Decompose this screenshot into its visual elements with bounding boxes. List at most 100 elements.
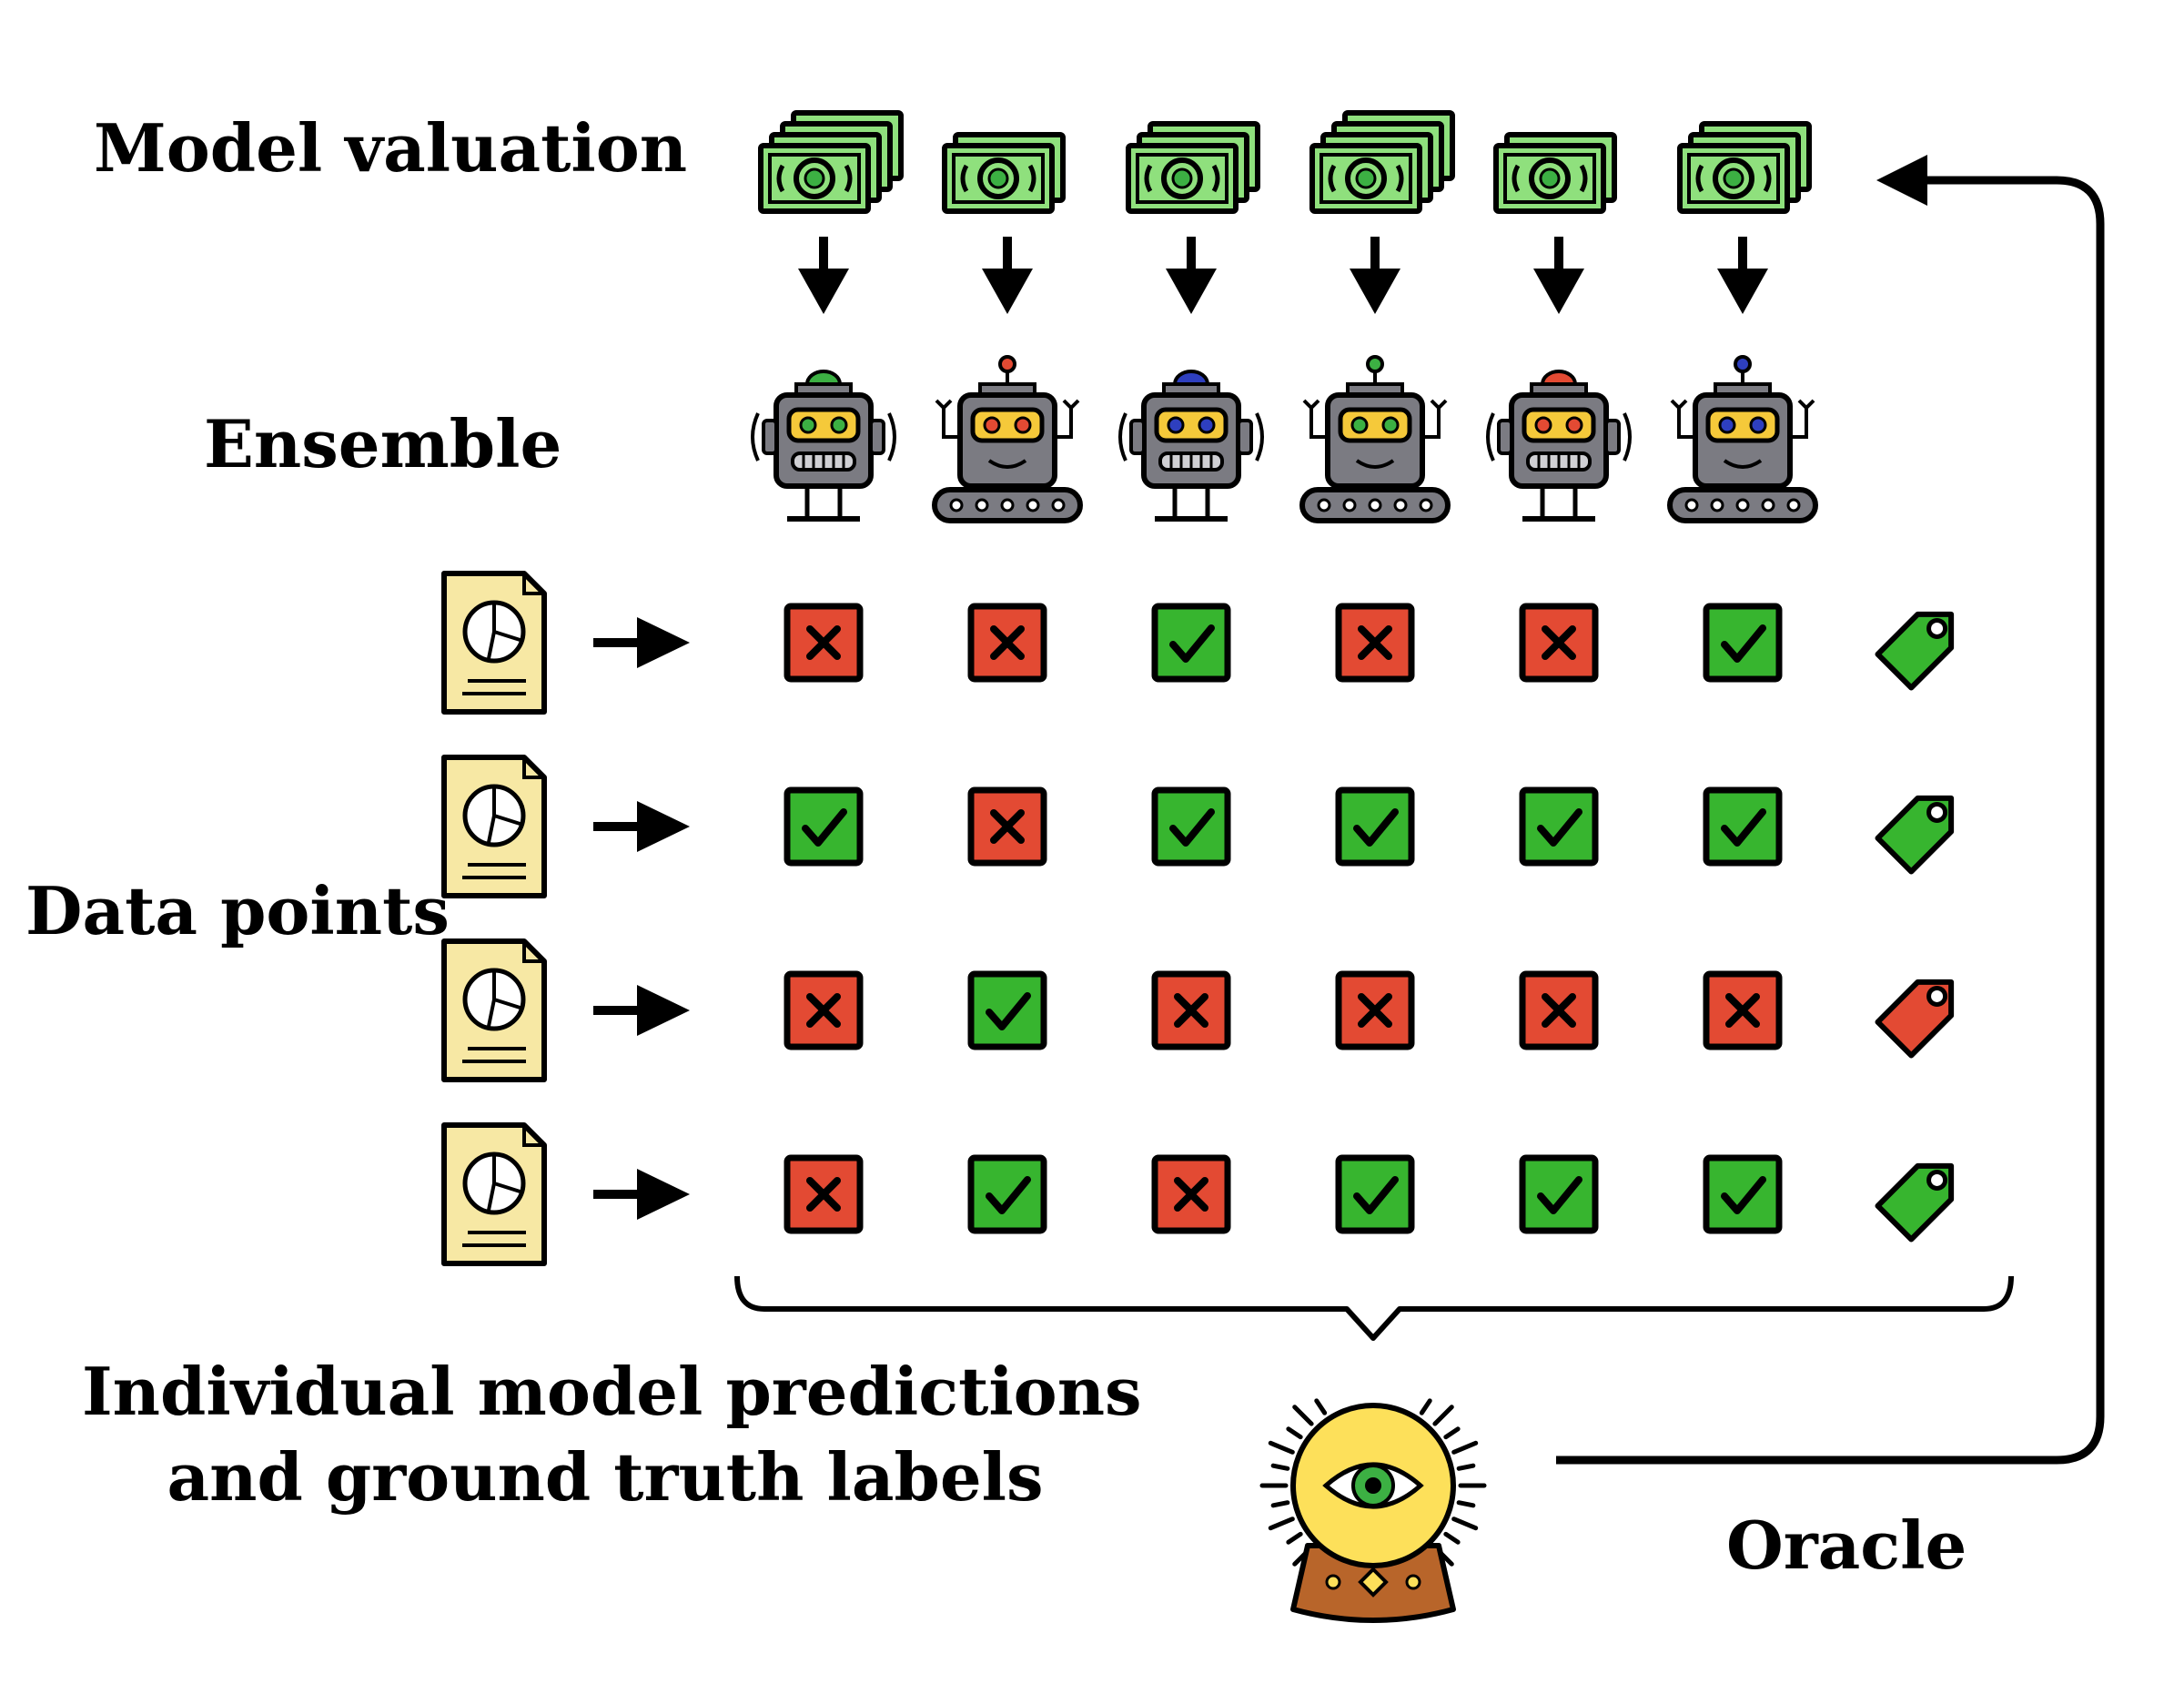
prediction-cell: [1703, 786, 1783, 867]
document-icon: [441, 938, 547, 1082]
oracle-stud: [1405, 1574, 1421, 1590]
robot-visor: [1338, 407, 1412, 443]
pie-chart-slices: [486, 1154, 523, 1212]
prediction-cell: [1151, 603, 1231, 683]
down-arrow-icon: [1350, 237, 1400, 314]
prediction-cell: [967, 970, 1047, 1050]
arrow-head: [637, 617, 690, 668]
arrow-head: [1166, 269, 1217, 314]
cross-stroke: [806, 625, 841, 660]
cross-mark-icon: [784, 1154, 864, 1234]
cross-stroke: [1174, 993, 1208, 1028]
check-stroke: [1169, 808, 1215, 847]
right-arrow-icon: [593, 801, 690, 852]
ensemble-label: Ensemble: [204, 405, 562, 482]
robot-arm: [1670, 399, 1695, 439]
check-stroke: [1537, 1176, 1582, 1214]
oracle-ray: [1292, 1405, 1314, 1426]
check-stroke: [986, 1176, 1031, 1214]
robot-icon: [751, 370, 896, 522]
down-arrow-icon: [1717, 237, 1768, 314]
check-stroke: [1721, 1176, 1766, 1214]
robot-wheel: [1000, 498, 1015, 512]
banknote-brackets: [1512, 164, 1588, 193]
banknote-brackets: [960, 164, 1036, 193]
banknote-coin-center: [1355, 167, 1377, 189]
robot-eye: [1350, 416, 1369, 434]
check-mark-icon: [1703, 786, 1783, 867]
right-arrow-icon: [593, 617, 690, 668]
robot-antenna: [998, 355, 1016, 373]
oracle-ray: [1443, 1426, 1461, 1440]
prediction-cell: [1335, 1154, 1415, 1234]
check-stroke: [802, 808, 847, 847]
robot-mouth: [1355, 459, 1395, 469]
check-stroke: [1721, 624, 1766, 663]
banknote-border: [1503, 153, 1596, 204]
prediction-cell: [1703, 603, 1783, 683]
document-fold: [522, 1125, 544, 1147]
down-arrow-icon: [1533, 237, 1584, 314]
robot-mouth: [987, 459, 1027, 469]
eye-pupil: [1365, 1477, 1381, 1494]
banknote-coin-center: [1171, 167, 1193, 189]
arrow-head: [1350, 269, 1400, 314]
cross-mark-icon: [967, 786, 1047, 867]
robot-wheel: [1761, 498, 1775, 512]
robot-wheel: [975, 498, 989, 512]
robot-arm: [1055, 399, 1080, 439]
robot-ear: [869, 419, 885, 455]
robot-eye: [983, 416, 1001, 434]
cross-mark-icon: [784, 970, 864, 1050]
robot-wheel: [949, 498, 964, 512]
tag-hole: [1926, 985, 1948, 1007]
check-mark-icon: [1151, 786, 1231, 867]
banknote-coin-center: [1539, 167, 1561, 189]
arrow-head: [982, 269, 1033, 314]
oracle-ray: [1432, 1405, 1454, 1426]
check-mark-icon: [967, 1154, 1047, 1234]
robot-icon: [1486, 370, 1632, 522]
document-fold: [522, 573, 544, 595]
robot-eye: [1565, 416, 1583, 434]
robot-wheel: [1710, 498, 1724, 512]
feedback-arrow-head: [1876, 155, 1927, 206]
oracle-ray: [1451, 1440, 1479, 1455]
robot-ear: [1237, 419, 1253, 455]
robot-arm: [1422, 399, 1448, 439]
cross-stroke: [990, 625, 1025, 660]
robot-arm: [935, 399, 960, 439]
banknote-border: [1136, 153, 1228, 204]
robot-visor: [970, 407, 1045, 443]
prediction-cell: [1703, 1154, 1783, 1234]
robot-icon: [1299, 355, 1451, 523]
right-arrow-icon: [593, 1169, 690, 1220]
money-stack-icon: [942, 132, 1066, 214]
prediction-cell: [1335, 786, 1415, 867]
document-icon: [441, 571, 547, 715]
tag-body: [1875, 1162, 1955, 1243]
data-points-label: Data points: [25, 872, 450, 949]
robot-icon: [1667, 355, 1818, 523]
arrow-head: [1533, 269, 1584, 314]
banknote-brackets: [776, 164, 853, 193]
banknote-border: [952, 153, 1045, 204]
cross-mark-icon: [1703, 970, 1783, 1050]
banknote-border: [768, 153, 861, 204]
tag-hole: [1926, 1169, 1948, 1191]
cross-mark-icon: [784, 603, 864, 683]
robot-wheel: [1786, 498, 1801, 512]
banknote-brackets: [1144, 164, 1220, 193]
arrow-head: [637, 801, 690, 852]
arrow-head: [798, 269, 849, 314]
robot-eye: [1381, 416, 1400, 434]
check-mark-icon: [784, 786, 864, 867]
robot-signal: [1486, 412, 1632, 462]
check-mark-icon: [1335, 1154, 1415, 1234]
robot-arm: [1790, 399, 1815, 439]
robot-wheel: [1317, 498, 1331, 512]
document-fold: [522, 941, 544, 963]
arrow-head: [637, 1169, 690, 1220]
robot-visor: [1705, 407, 1780, 443]
